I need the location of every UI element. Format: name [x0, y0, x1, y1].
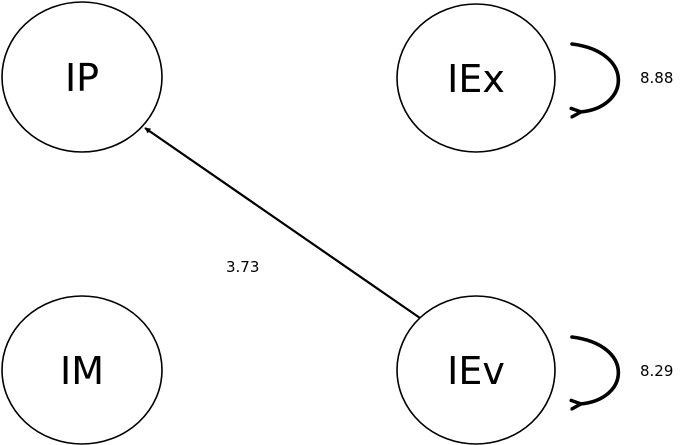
node-iev-label: IEv [447, 349, 505, 393]
self-loop-iex-arrow [572, 42, 621, 112]
node-im-ellipse [1, 295, 163, 445]
edge-iev-to-ip-weight: 3.73 [226, 258, 259, 276]
node-im: IM [1, 295, 163, 445]
node-ip-ellipse [1, 1, 163, 153]
node-iev-ellipse [396, 295, 556, 445]
node-iex-label: IEx [447, 57, 505, 101]
node-ip-label: IP [65, 56, 99, 100]
self-loop-iex-weight: 8.88 [640, 69, 673, 87]
node-iex-ellipse [396, 3, 556, 153]
node-im-label: IM [60, 349, 104, 393]
self-loop-iev-arrow [572, 335, 621, 404]
self-loop-iev-weight: 8.29 [640, 362, 673, 380]
self-loop-iex: 8.88 [572, 42, 673, 112]
self-loop-iev: 8.29 [572, 335, 673, 404]
node-iev: IEv [396, 295, 556, 445]
edge-iev-to-ip: 3.73 [144, 127, 421, 319]
node-iex: IEx [396, 3, 556, 153]
edge-iev-to-ip-arrow [144, 127, 421, 319]
node-ip: IP [1, 1, 163, 153]
